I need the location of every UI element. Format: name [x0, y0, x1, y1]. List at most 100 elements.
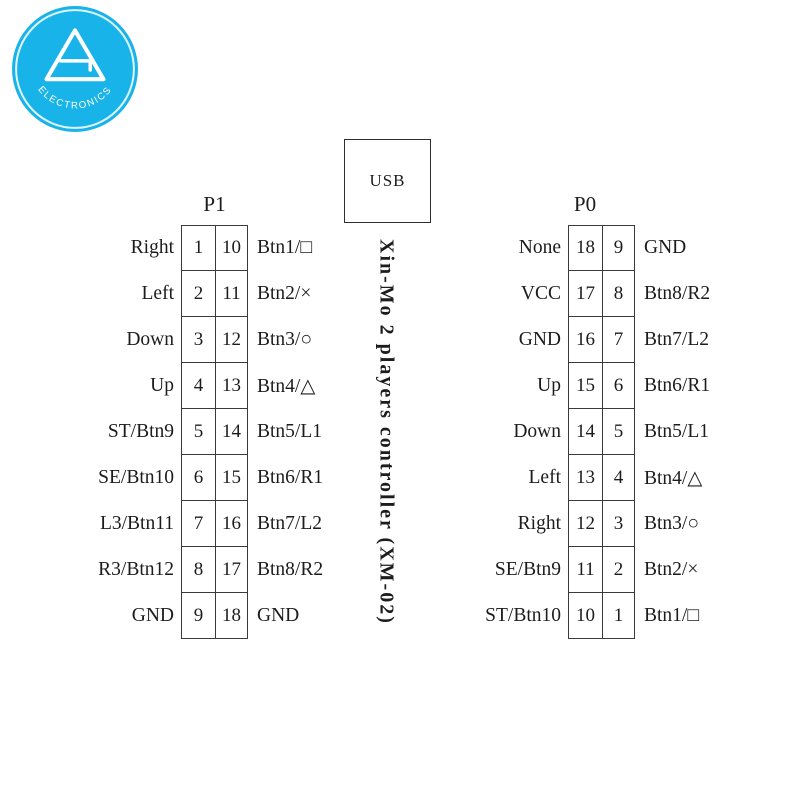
- pin-number-cell: 5: [602, 409, 635, 455]
- pin-number-cell: 2: [181, 271, 215, 317]
- pin-number-cell: 7: [602, 317, 635, 363]
- pin-row: Left 2 11 Btn2/×: [35, 271, 323, 317]
- pin-row: SE/Btn10 6 15 Btn6/R1: [35, 455, 323, 501]
- pin-row: GND 16 7 Btn7/L2: [422, 317, 710, 363]
- pin-function-label: Btn5/L1: [644, 421, 710, 442]
- pin-function-label: Btn3/○: [644, 513, 700, 534]
- pin-number-cell: 4: [602, 455, 635, 501]
- pin-function-label: Btn8/R2: [257, 559, 324, 580]
- pin-number-cell: 12: [568, 501, 602, 547]
- pin-function-label: Btn4/△: [644, 468, 703, 489]
- pin-number-cell: 16: [215, 501, 248, 547]
- pin-function-label: Right: [517, 513, 561, 534]
- pin-function-label: GND: [644, 237, 687, 258]
- port-title-p1: P1: [203, 192, 226, 216]
- pin-function-label: None: [518, 237, 561, 258]
- pin-number-cell: 11: [215, 271, 248, 317]
- pin-row: VCC 17 8 Btn8/R2: [422, 271, 710, 317]
- pin-row: Right 12 3 Btn3/○: [422, 501, 710, 547]
- pin-number-cell: 9: [181, 593, 215, 639]
- pin-row: R3/Btn12 8 17 Btn8/R2: [35, 547, 323, 593]
- pin-row: Down 3 12 Btn3/○: [35, 317, 323, 363]
- usb-label: USB: [369, 171, 406, 190]
- pin-function-label: Btn2/×: [257, 283, 312, 304]
- pin-function-label: Btn2/×: [644, 559, 699, 580]
- pin-row: Left 13 4 Btn4/△: [422, 455, 710, 501]
- pin-number-cell: 13: [215, 363, 248, 409]
- pin-number-cell: 2: [602, 547, 635, 593]
- pin-function-label: Down: [126, 329, 174, 350]
- pin-row: Up 15 6 Btn6/R1: [422, 363, 710, 409]
- pin-number-cell: 1: [602, 593, 635, 639]
- pin-number-cell: 18: [568, 225, 602, 271]
- pin-row: Down 14 5 Btn5/L1: [422, 409, 710, 455]
- pin-function-label: Btn1/□: [257, 237, 313, 258]
- pin-number-cell: 17: [568, 271, 602, 317]
- pin-number-cell: 7: [181, 501, 215, 547]
- pin-number-cell: 5: [181, 409, 215, 455]
- pin-number-cell: 12: [215, 317, 248, 363]
- pin-table-p1: Right 1 10 Btn1/□ Left 2 11 Btn2/× Down …: [35, 225, 323, 639]
- pin-row: ST/Btn10 10 1 Btn1/□: [422, 593, 710, 639]
- pin-function-label: GND: [131, 605, 174, 626]
- pin-function-label: ST/Btn9: [107, 421, 174, 442]
- pin-number-cell: 14: [215, 409, 248, 455]
- pin-function-label: Btn6/R1: [644, 375, 711, 396]
- pin-number-cell: 8: [602, 271, 635, 317]
- pin-function-label: VCC: [520, 283, 561, 304]
- pin-function-label: Btn7/L2: [257, 513, 323, 534]
- brand-logo: ELECTRONICS: [12, 6, 138, 132]
- pin-number-cell: 6: [602, 363, 635, 409]
- pin-function-label: Btn5/L1: [257, 421, 323, 442]
- pin-function-label: Btn4/△: [257, 376, 316, 397]
- pin-row: L3/Btn11 7 16 Btn7/L2: [35, 501, 323, 547]
- pin-function-label: SE/Btn9: [494, 559, 561, 580]
- pin-function-label: Up: [150, 375, 174, 396]
- pin-number-cell: 18: [215, 593, 248, 639]
- pin-number-cell: 9: [602, 225, 635, 271]
- pin-function-label: Btn7/L2: [644, 329, 710, 350]
- pin-function-label: Btn1/□: [644, 605, 700, 626]
- logo-ring: [15, 9, 135, 129]
- logo-disc: [12, 6, 138, 132]
- pin-function-label: Btn3/○: [257, 329, 313, 350]
- pin-number-cell: 3: [181, 317, 215, 363]
- pin-row: ST/Btn9 5 14 Btn5/L1: [35, 409, 323, 455]
- pin-number-cell: 6: [181, 455, 215, 501]
- pin-row: Right 1 10 Btn1/□: [35, 225, 323, 271]
- pin-number-cell: 10: [568, 593, 602, 639]
- pin-table-p0: None 18 9 GND VCC 17 8 Btn8/R2 GND 16 7 …: [422, 225, 710, 639]
- pin-number-cell: 13: [568, 455, 602, 501]
- pin-function-label: Right: [130, 237, 174, 258]
- pin-function-label: GND: [257, 605, 300, 626]
- pin-row: Up 4 13 Btn4/△: [35, 363, 323, 409]
- pin-function-label: ST/Btn10: [485, 605, 561, 626]
- pin-row: GND 9 18 GND: [35, 593, 323, 639]
- pin-function-label: L3/Btn11: [99, 513, 174, 534]
- pin-number-cell: 11: [568, 547, 602, 593]
- pin-number-cell: 1: [181, 225, 215, 271]
- pin-number-cell: 8: [181, 547, 215, 593]
- pin-function-label: Left: [528, 467, 561, 488]
- pin-function-label: Down: [513, 421, 561, 442]
- usb-connector: USB: [344, 139, 431, 223]
- pin-number-cell: 10: [215, 225, 248, 271]
- pin-number-cell: 3: [602, 501, 635, 547]
- pin-number-cell: 4: [181, 363, 215, 409]
- pin-row: None 18 9 GND: [422, 225, 710, 271]
- pin-number-cell: 14: [568, 409, 602, 455]
- pin-function-label: R3/Btn12: [98, 559, 174, 580]
- pin-number-cell: 15: [215, 455, 248, 501]
- pin-number-cell: 16: [568, 317, 602, 363]
- logo-triangle-g-icon: [44, 28, 106, 82]
- pin-number-cell: 15: [568, 363, 602, 409]
- pin-function-label: SE/Btn10: [98, 467, 174, 488]
- port-title-p0: P0: [573, 192, 597, 216]
- controller-name-label: Xin-Mo 2 players controller (XM-02): [375, 239, 398, 625]
- pin-row: SE/Btn9 11 2 Btn2/×: [422, 547, 710, 593]
- pin-function-label: Up: [537, 375, 561, 396]
- pin-function-label: GND: [518, 329, 561, 350]
- pin-function-label: Btn6/R1: [257, 467, 324, 488]
- pin-function-label: Left: [141, 283, 174, 304]
